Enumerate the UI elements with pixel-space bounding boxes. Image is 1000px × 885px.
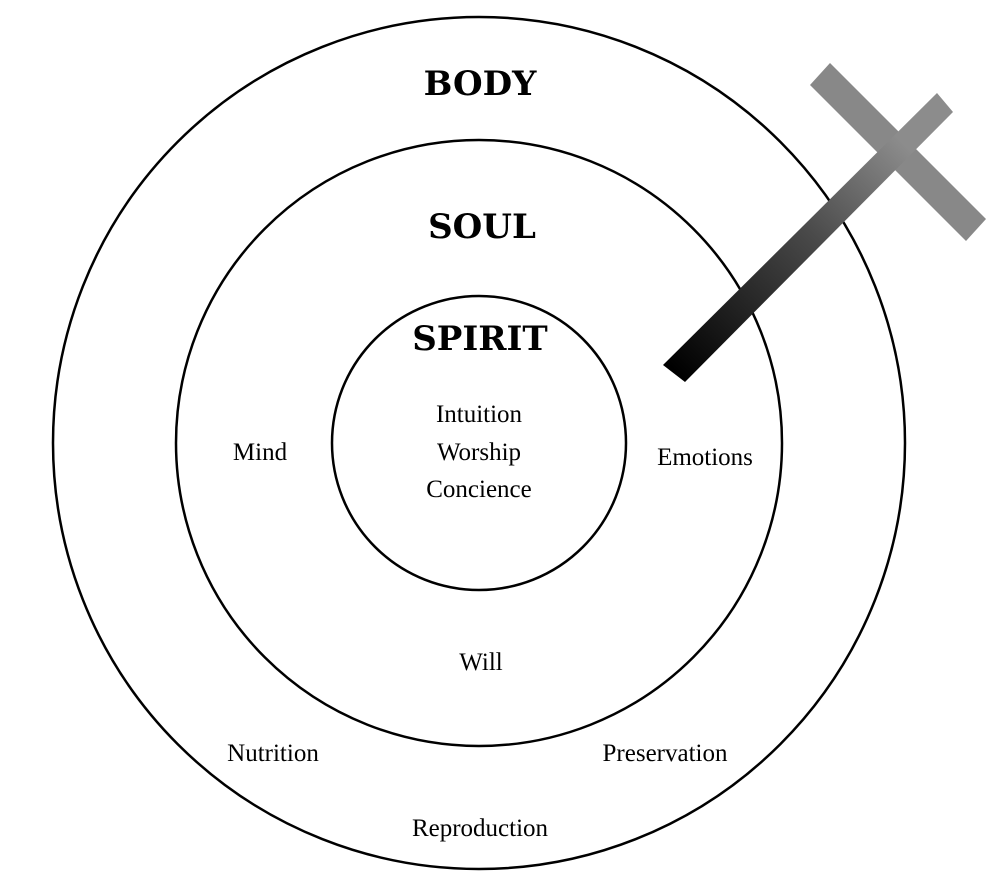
- spirit-item-intuition: Intuition: [436, 401, 523, 428]
- body-item-preservation: Preservation: [603, 740, 728, 767]
- body-circle: [51, 15, 907, 871]
- soul-item-mind: Mind: [233, 439, 288, 466]
- body-item-reproduction: Reproduction: [412, 815, 549, 842]
- spirit-item-worship: Worship: [437, 439, 521, 466]
- cross-stem: [663, 93, 953, 382]
- spirit-item-concience: Concience: [426, 476, 532, 503]
- spirit-title: SPIRIT: [412, 319, 548, 359]
- soul-item-will: Will: [459, 649, 502, 676]
- cross-icon: [663, 63, 986, 382]
- soul-circle: [174, 138, 784, 748]
- soul-item-emotions: Emotions: [657, 444, 753, 471]
- soul-title: SOUL: [428, 207, 536, 247]
- body-title: BODY: [424, 64, 537, 104]
- body-item-nutrition: Nutrition: [227, 740, 319, 767]
- spirit-circle: [330, 294, 628, 592]
